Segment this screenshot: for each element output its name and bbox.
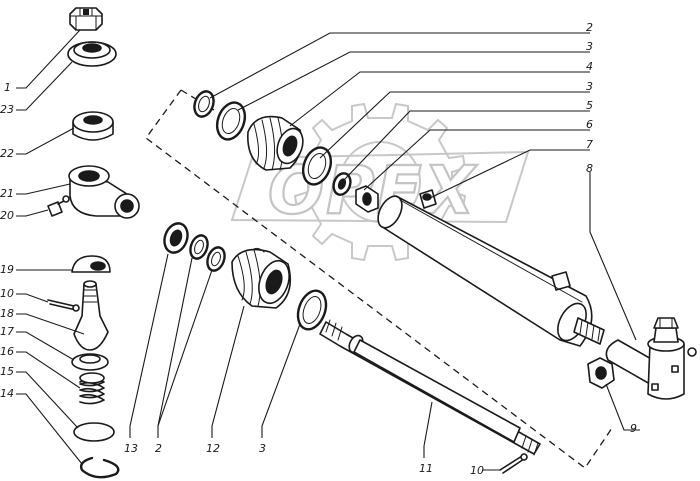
callout-9: 9	[630, 422, 637, 435]
washer-5	[332, 172, 352, 196]
split-cap	[71, 255, 111, 273]
seal-ring-2-lower-a	[189, 234, 209, 260]
cotter-pin-bottom	[499, 453, 528, 474]
callout-22: 22	[0, 147, 14, 160]
bushing-13	[163, 222, 189, 254]
cylinder-body	[377, 189, 605, 347]
spring	[79, 372, 105, 405]
callout-15: 15	[0, 365, 14, 378]
tie-rod-end	[605, 317, 697, 400]
callout-10-left: 10	[0, 287, 14, 300]
callout-11: 11	[419, 462, 433, 475]
callout-2-bottom: 2	[155, 442, 162, 455]
ball-pin	[73, 280, 109, 351]
callout-2-top: 2	[586, 21, 593, 34]
seal-ring-2-upper	[193, 90, 215, 118]
callout-20: 20	[0, 209, 14, 222]
callout-3-top: 3	[586, 40, 593, 53]
callout-12: 12	[206, 442, 220, 455]
ball-seat	[71, 353, 109, 371]
grease-nipple	[47, 195, 70, 217]
callout-5: 5	[586, 99, 593, 112]
piston-12	[231, 247, 292, 309]
piston-rod	[319, 319, 541, 456]
watermark-text: OPEX	[268, 152, 478, 229]
ring-nut	[72, 111, 114, 141]
plug-disc	[73, 422, 115, 442]
callout-19: 19	[0, 263, 14, 276]
callout-3-bottom: 3	[259, 442, 266, 455]
callout-18: 18	[0, 307, 14, 320]
seal-ring-2-lower-b	[206, 246, 226, 272]
cotter-pin-left	[47, 299, 80, 312]
dust-washer	[67, 41, 117, 67]
callout-3-middle: 3	[586, 80, 593, 93]
callout-17: 17	[0, 325, 14, 338]
callout-6: 6	[586, 118, 593, 131]
castle-nut	[69, 7, 103, 31]
callout-10-bottom: 10	[470, 464, 484, 477]
seal-ring-3-upper	[215, 101, 247, 141]
bellows-boot-upper	[247, 115, 304, 171]
hex-nut-9	[587, 357, 615, 389]
castle-nut-6	[355, 185, 379, 213]
seal-ring-3-middle	[301, 146, 333, 186]
seal-ring-3-lower	[296, 289, 328, 331]
callout-1: 1	[4, 81, 11, 94]
watermark: OPEX	[230, 102, 530, 262]
socket-housing	[68, 165, 140, 219]
callout-23: 23	[0, 103, 14, 116]
callout-4: 4	[586, 60, 593, 73]
leader-lines	[16, 29, 640, 471]
callout-8: 8	[586, 162, 593, 175]
callout-14: 14	[0, 387, 14, 400]
callout-labels: 2 3 4 3 5 6 7 8 9 1 23 22 21 20 19 10 18…	[0, 21, 637, 477]
lock-ring	[79, 456, 120, 479]
callout-21: 21	[0, 187, 14, 200]
assembly-outline	[145, 89, 613, 469]
callout-13: 13	[124, 442, 138, 455]
callout-16: 16	[0, 345, 14, 358]
callout-7: 7	[586, 138, 593, 151]
